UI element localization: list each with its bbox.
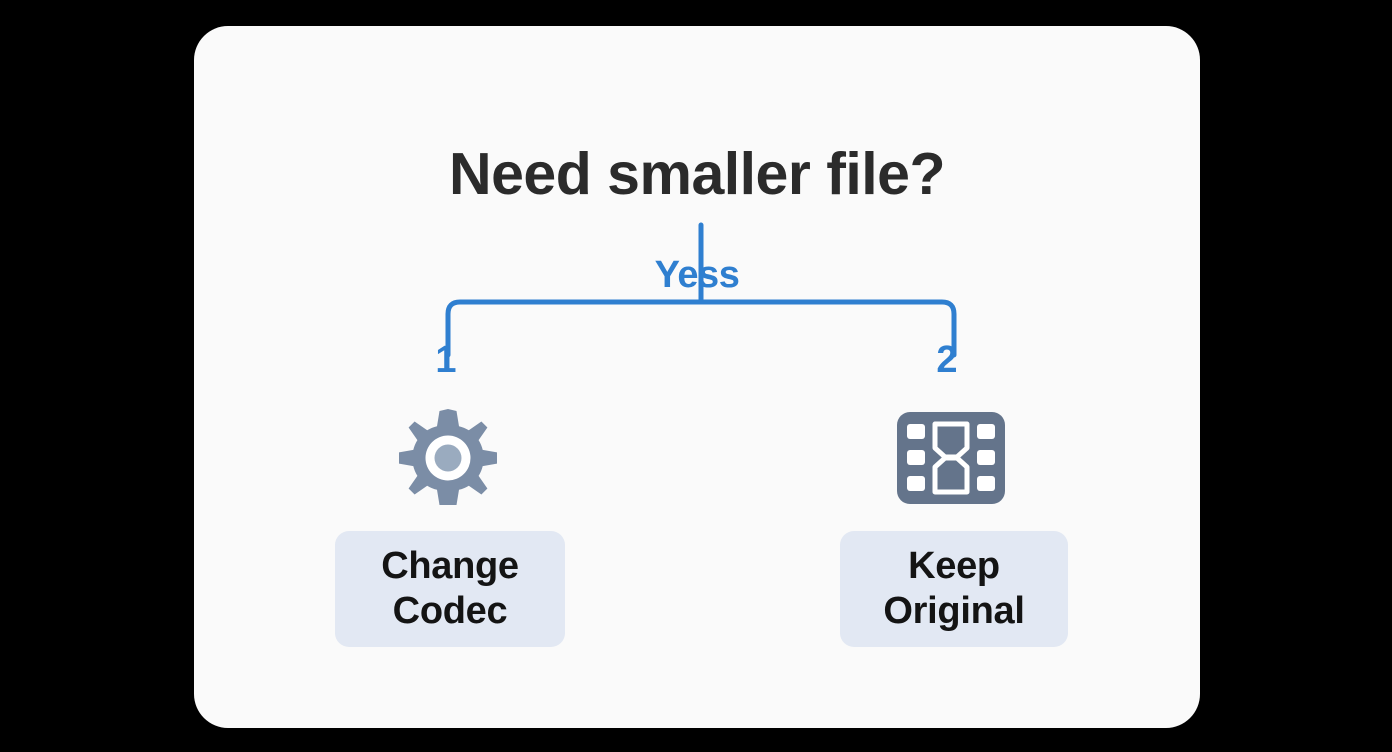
option-button-keep-original-label: Keep Original bbox=[883, 545, 1025, 632]
option-1-icon-container bbox=[388, 407, 508, 509]
gear-icon bbox=[399, 409, 497, 505]
branch-number-2: 2 bbox=[936, 339, 958, 381]
connector-bracket bbox=[445, 299, 957, 358]
branch-number-1: 1 bbox=[435, 339, 457, 381]
gear-center-hub bbox=[434, 444, 462, 472]
option-button-change-codec-label: Change Codec bbox=[381, 545, 519, 632]
option-button-change-codec[interactable]: Change Codec bbox=[335, 531, 565, 647]
option-2-icon-container bbox=[891, 407, 1011, 509]
film-strip-icon bbox=[897, 412, 1005, 504]
branch-label-yes: Yess bbox=[654, 254, 740, 296]
page-title: Need smaller file? bbox=[449, 141, 946, 207]
decision-card: Need smaller file? Yess 1 2 bbox=[194, 26, 1200, 728]
option-button-keep-original[interactable]: Keep Original bbox=[840, 531, 1068, 647]
